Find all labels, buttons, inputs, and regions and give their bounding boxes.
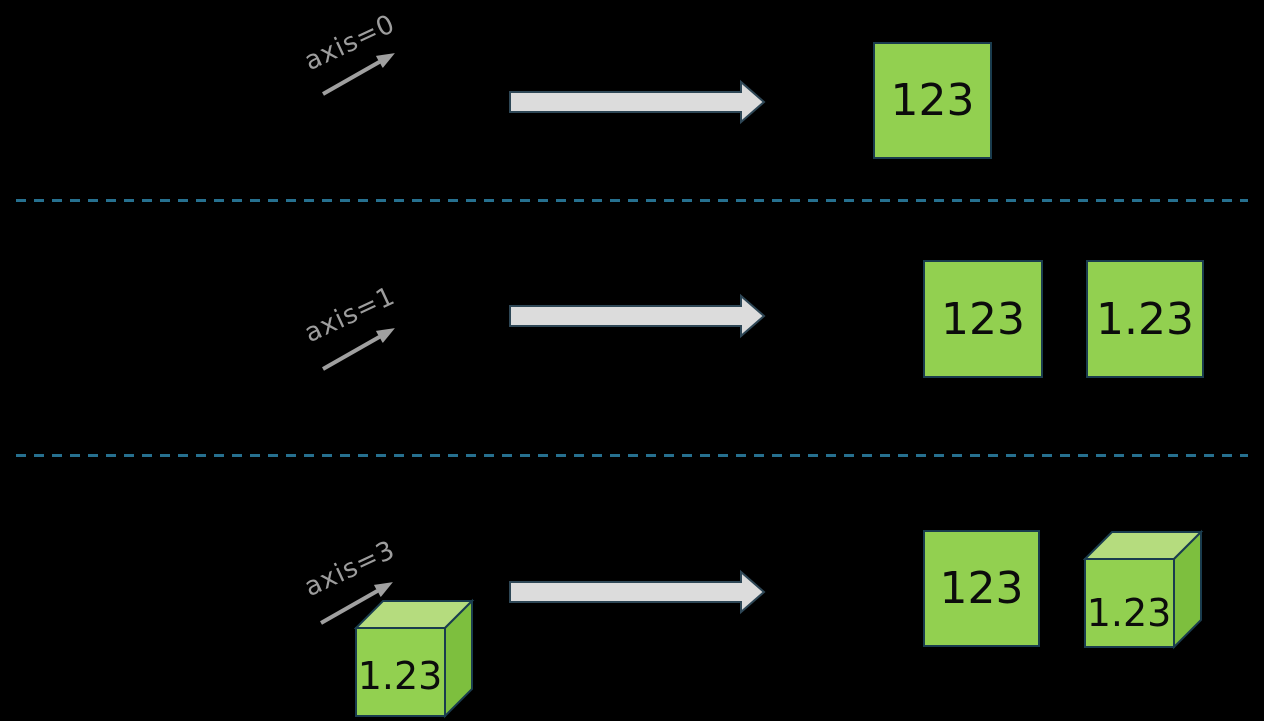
cube-value: 1.23 bbox=[1087, 591, 1172, 635]
transform-arrow-icon bbox=[509, 79, 766, 125]
axis-direction-arrow-icon bbox=[320, 582, 393, 625]
value-square: 123 bbox=[873, 42, 992, 159]
transform-arrow-icon bbox=[509, 569, 766, 615]
square-value: 1.23 bbox=[1096, 293, 1194, 345]
cube-value: 1.23 bbox=[358, 654, 443, 698]
value-square: 1.23 bbox=[1086, 260, 1204, 378]
value-cube: 1.23 bbox=[354, 598, 475, 719]
value-cube: 1.23 bbox=[1083, 529, 1204, 650]
square-value: 123 bbox=[941, 293, 1025, 345]
value-square: 123 bbox=[923, 260, 1043, 378]
axis-direction-arrow-icon bbox=[322, 328, 395, 371]
value-square: 123 bbox=[923, 530, 1040, 647]
axis-direction-arrow-icon bbox=[322, 53, 395, 96]
row-divider bbox=[16, 199, 1248, 202]
square-value: 123 bbox=[890, 75, 975, 126]
row-divider bbox=[16, 454, 1248, 457]
transform-arrow-icon bbox=[509, 293, 766, 339]
square-value: 123 bbox=[939, 563, 1024, 614]
